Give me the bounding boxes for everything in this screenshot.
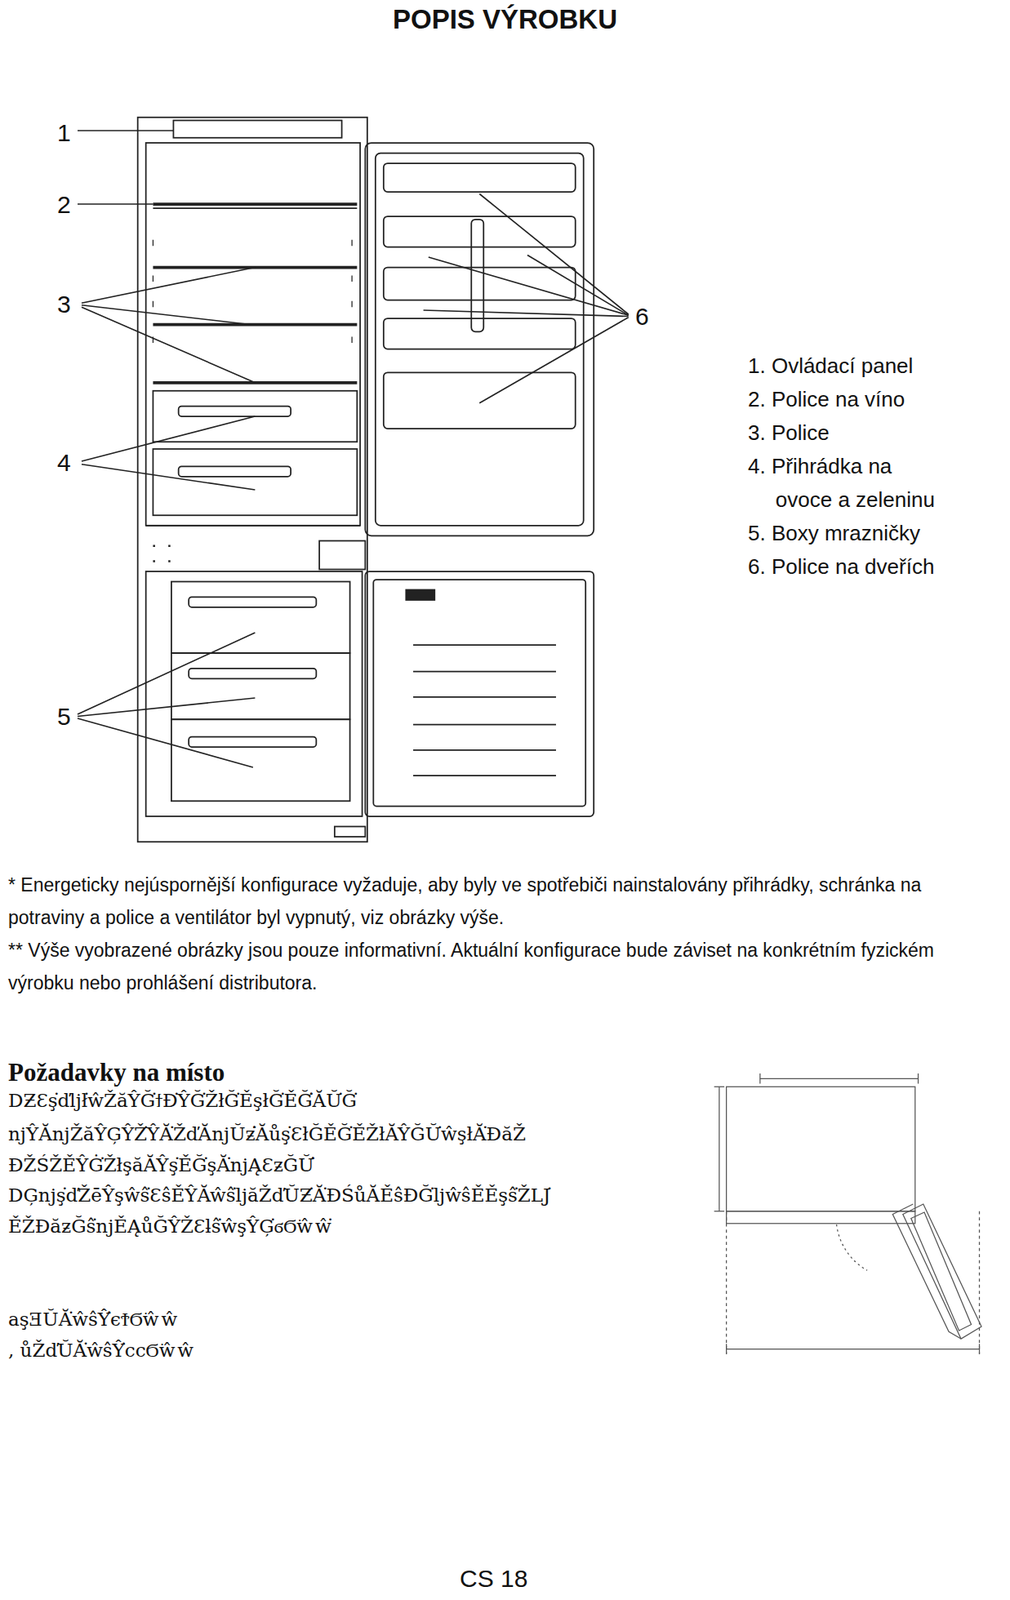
callout-number: 4 <box>57 447 72 479</box>
parts-list-item: 3. Police <box>747 416 938 450</box>
garbled-text: DĢnjş͘ďŽēŶşŵŝ͘ƐŝĚŶĂŵŝ͘ljăŽďŬƵ͘Ă͘ĐŚůĂĚŝĐĞ… <box>8 1183 551 1208</box>
garbled-text: njŶĂnjŽăŶĢŶŽ͘ŶĂ͘ŽďĂnjŬƶ͘͘͘Ăůş͘ƐłĞĚĞ͘ĚŽłĂ… <box>8 1122 526 1147</box>
parts-list-item: 6. Police na dveřích <box>747 550 938 584</box>
garbled-text: DƵƐş͘ďljł͘ŵŽăŶĞ͘ϯĐ͘ŶĞ͘ŽłĞ͘ĚşłĞ͘ĚĞ͘͘ĂŬ͘Ğ͘ <box>8 1089 357 1113</box>
garbled-text: ĚŽĐăƶĞŝ͘njĚĄůĞŶŽƐƚŝ͘ŵşŶĢ͘ϭϬ͘ŵŵ͘ <box>8 1214 332 1239</box>
page-number: CS 18 <box>459 1563 528 1595</box>
parts-list-item: 2. Police na víno <box>747 382 938 417</box>
page-title: POPIS VÝROBKU <box>0 3 1010 36</box>
callout-number: 1 <box>57 117 72 149</box>
parts-list-item: 4. Přihrádka na ovoce a zeleninu <box>747 449 938 517</box>
parts-list: 1. Ovládací panel2. Police na víno3. Pol… <box>747 349 938 584</box>
callout-number: 5 <box>57 701 72 733</box>
garbled-text: ĐŽŚŽĚŶĠ͘ŽłşăĂŶş͘ĚĞ͘şĂ͘njĄƐƶĞŬ͘͘͘ <box>8 1153 315 1178</box>
footnote: * Energeticky nejúspornější konfigurace … <box>8 868 1001 935</box>
parts-list-item: 5. Boxy mrazničky <box>747 516 938 551</box>
parts-list-item: 1. Ovládací panel <box>747 349 938 383</box>
garbled-text: aşƎŬĂ͘ŵŝŶ͘͘ϵϮϬ͘ŵŵ <box>8 1308 178 1332</box>
footnote: ** Výše vyobrazené obrázky jsou pouze in… <box>8 934 1001 1000</box>
garbled-text: , ůŽďŬĂ͘ŵŝŶ͘ϲϲϬ͘ŵŵ <box>8 1339 194 1363</box>
section-heading: Požadavky na místo <box>8 1056 225 1089</box>
callout-number: 3 <box>57 289 72 321</box>
callout-number: 6 <box>635 301 650 333</box>
callout-number: 2 <box>57 189 72 221</box>
